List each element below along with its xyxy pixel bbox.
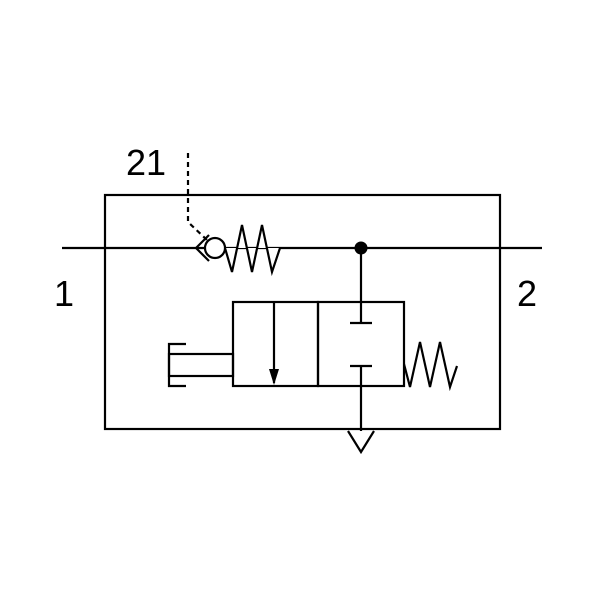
flow-arrow-head xyxy=(269,369,279,385)
valve-body-frame xyxy=(103,193,502,431)
port-label-21: 21 xyxy=(126,142,167,183)
push-button-actuator xyxy=(167,342,186,388)
push-button-stem xyxy=(167,352,235,378)
check-valve-seat-lower xyxy=(195,247,210,262)
check-valve-seat xyxy=(195,234,210,249)
exhaust-symbol xyxy=(347,430,375,455)
check-valve-spring xyxy=(223,224,282,277)
check-valve-ball xyxy=(203,236,227,260)
pilot-line-21 xyxy=(186,153,208,241)
port-label-1: 1 xyxy=(54,273,75,314)
return-spring xyxy=(402,341,459,392)
port-label-2: 2 xyxy=(517,273,538,314)
